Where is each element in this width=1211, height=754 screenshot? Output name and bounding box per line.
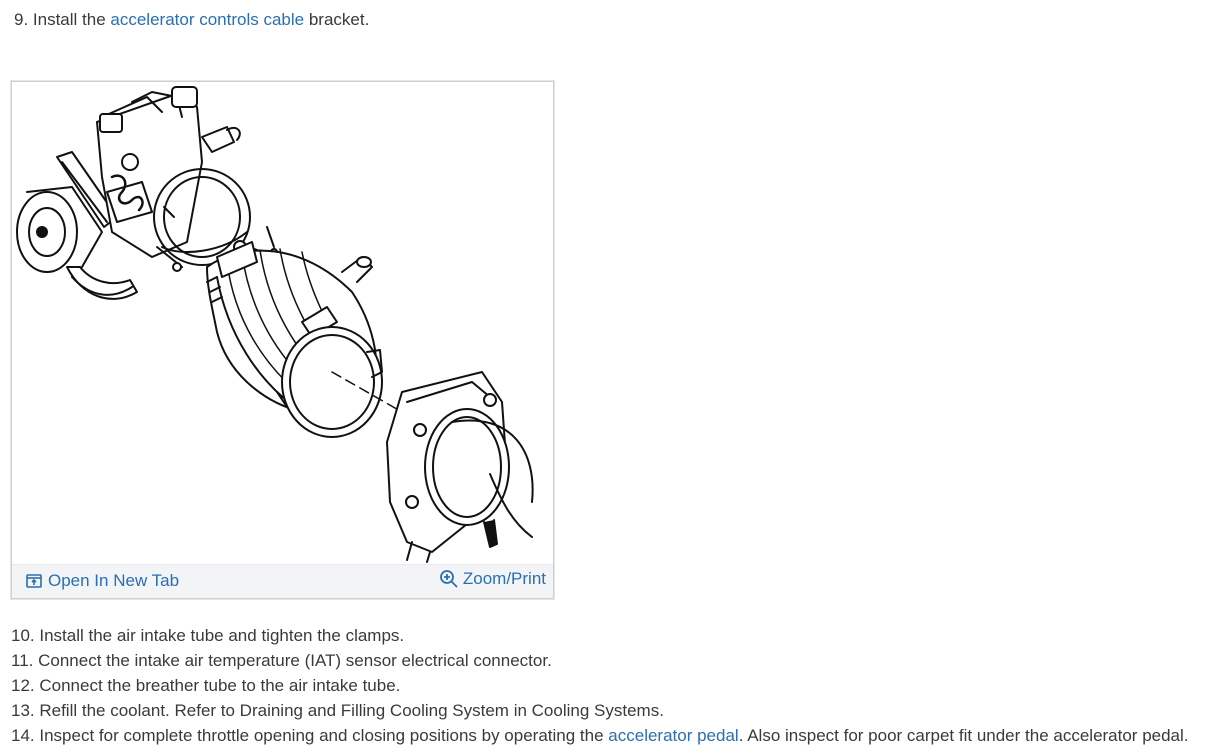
step-9-suffix: bracket. xyxy=(304,10,370,29)
accelerator-pedal-link[interactable]: accelerator pedal xyxy=(608,726,739,745)
step-11: 11. Connect the intake air temperature (… xyxy=(11,651,552,670)
figure-action-bar: Open In New Tab Zoom/Print xyxy=(12,564,553,598)
open-in-new-tab-button[interactable]: Open In New Tab xyxy=(26,571,179,591)
step-10: 10. Install the air intake tube and tigh… xyxy=(11,626,405,645)
throttle-body-diagram[interactable] xyxy=(12,82,553,565)
magnifier-plus-icon xyxy=(439,569,459,589)
steps-list: 10. Install the air intake tube and tigh… xyxy=(11,623,1206,748)
step-13: 13. Refill the coolant. Refer to Drainin… xyxy=(11,701,664,720)
step-14: 14. Inspect for complete throttle openin… xyxy=(11,723,1206,748)
step-9: 9. Install the accelerator controls cabl… xyxy=(14,9,369,31)
zoom-print-label: Zoom/Print xyxy=(462,569,546,588)
step-14-suffix: . Also inspect for poor carpet fit under… xyxy=(738,726,1189,745)
step-14-prefix: 14. Inspect for complete throttle openin… xyxy=(11,726,609,745)
zoom-print-button[interactable]: Zoom/Print xyxy=(439,569,546,589)
step-12: 12. Connect the breather tube to the air… xyxy=(11,676,401,695)
open-in-new-tab-label: Open In New Tab xyxy=(48,571,180,590)
figure-container: Open In New Tab Zoom/Print xyxy=(11,81,554,599)
step-9-prefix: 9. Install the xyxy=(14,10,111,29)
accelerator-controls-cable-link[interactable]: accelerator controls cable xyxy=(110,10,305,29)
open-new-tab-icon xyxy=(26,574,42,588)
